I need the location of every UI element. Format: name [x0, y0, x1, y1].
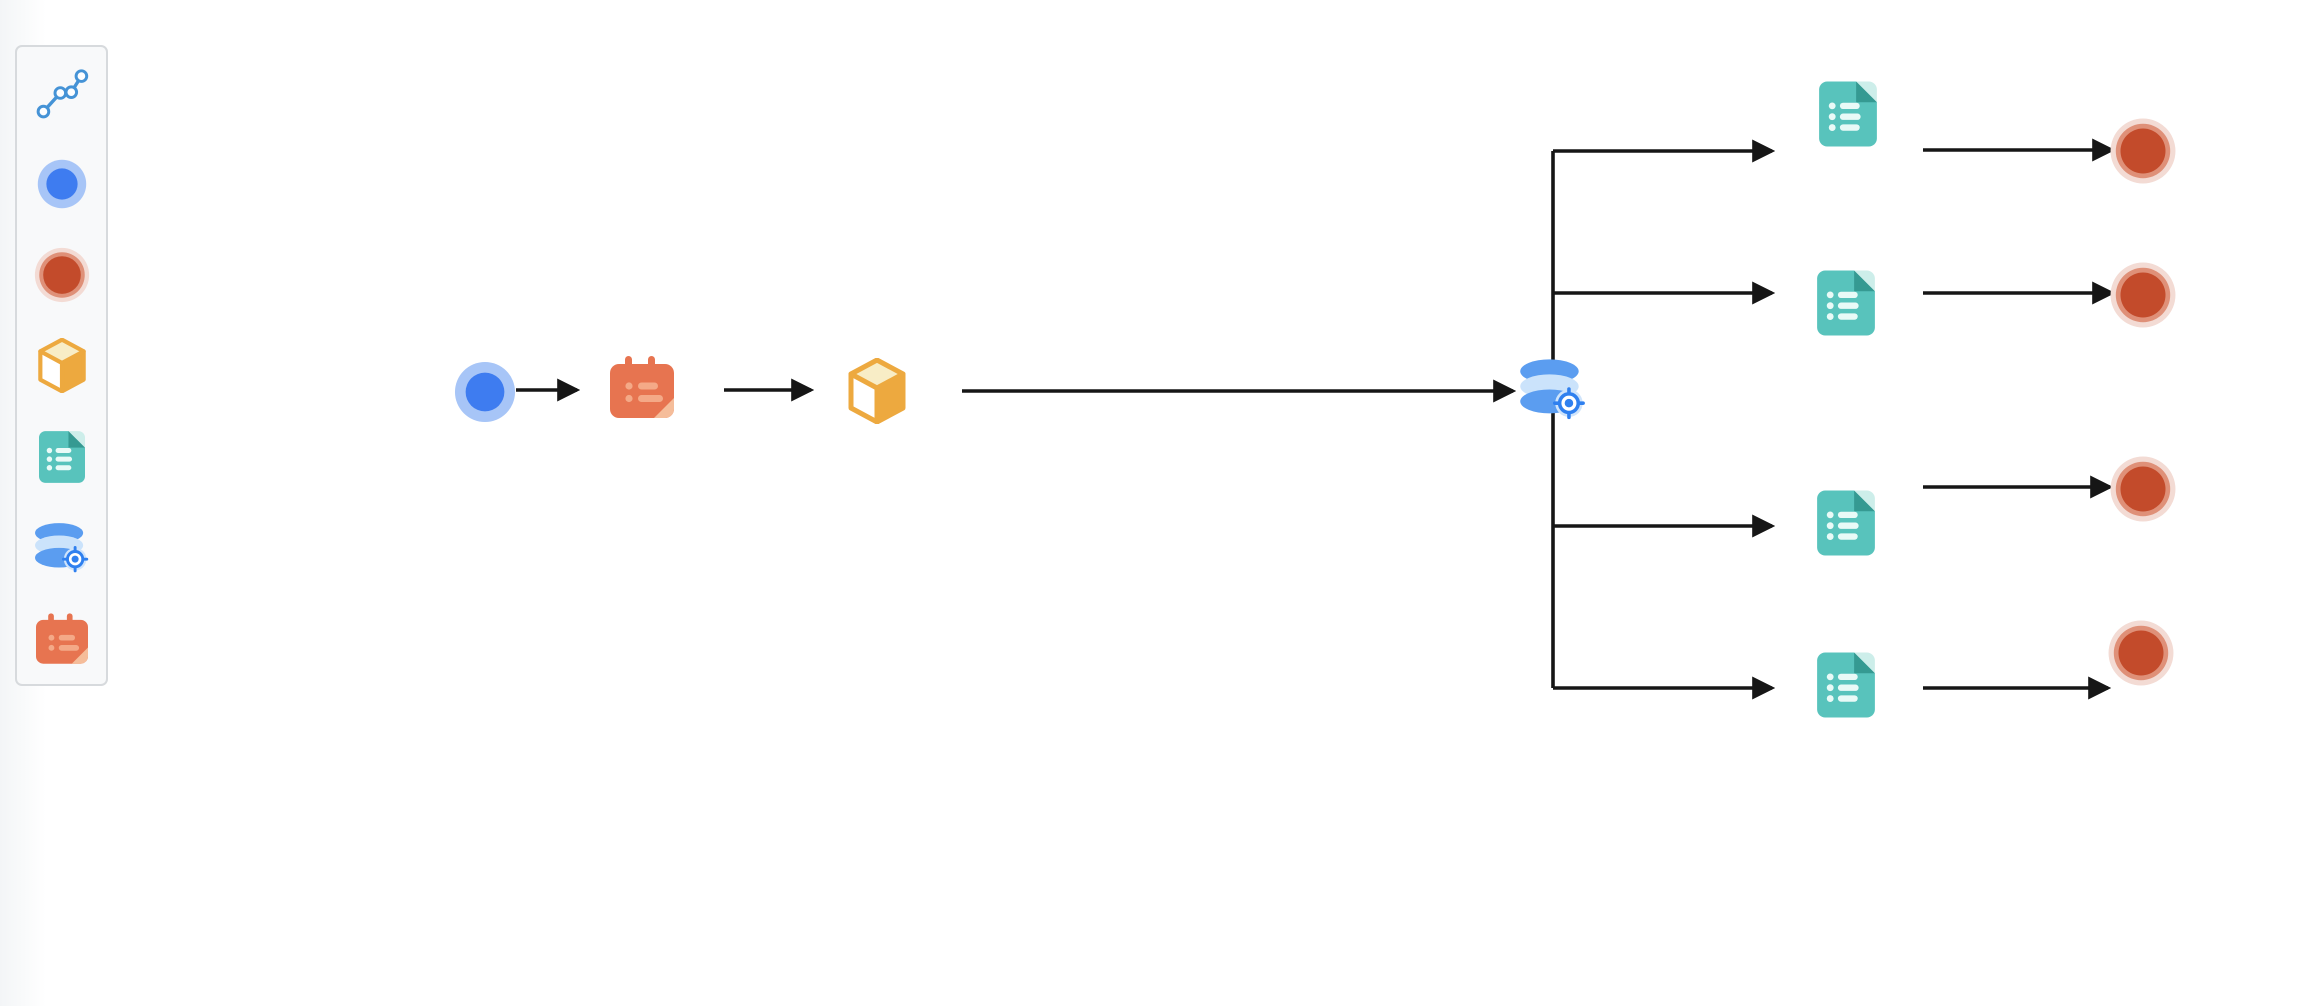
node-end-event-2[interactable] — [2110, 262, 2176, 328]
chart-line-icon — [35, 68, 88, 119]
palette-item-form-document[interactable] — [17, 411, 106, 502]
palette-item-connector-tool[interactable] — [17, 47, 106, 138]
database-target-icon — [33, 522, 88, 573]
node-form-doc-3[interactable] — [1817, 490, 1875, 556]
node-form-doc-1[interactable] — [1819, 81, 1877, 147]
form-doc-icon — [38, 430, 85, 483]
palette-item-start-event[interactable] — [17, 138, 106, 229]
node-cube-artifact[interactable] — [851, 360, 903, 422]
cube-icon — [37, 338, 87, 393]
event-end-icon — [34, 247, 89, 302]
schedule-icon — [35, 613, 88, 664]
node-start-event[interactable] — [454, 361, 516, 423]
node-end-event-3[interactable] — [2110, 456, 2176, 522]
shape-palette — [15, 45, 108, 686]
event-start-icon — [37, 159, 86, 208]
node-database[interactable] — [1520, 358, 1585, 420]
node-end-event-4[interactable] — [2108, 620, 2174, 686]
node-schedule-task[interactable] — [610, 356, 674, 418]
node-end-event-1[interactable] — [2110, 118, 2176, 184]
palette-item-database-target[interactable] — [17, 502, 106, 593]
palette-item-schedule-task[interactable] — [17, 593, 106, 684]
edges-layer — [516, 138, 2116, 700]
node-form-doc-4[interactable] — [1817, 652, 1875, 718]
palette-item-end-event[interactable] — [17, 229, 106, 320]
nodes-layer — [454, 81, 2176, 718]
palette-item-cube-artifact[interactable] — [17, 320, 106, 411]
node-form-doc-2[interactable] — [1817, 270, 1875, 336]
